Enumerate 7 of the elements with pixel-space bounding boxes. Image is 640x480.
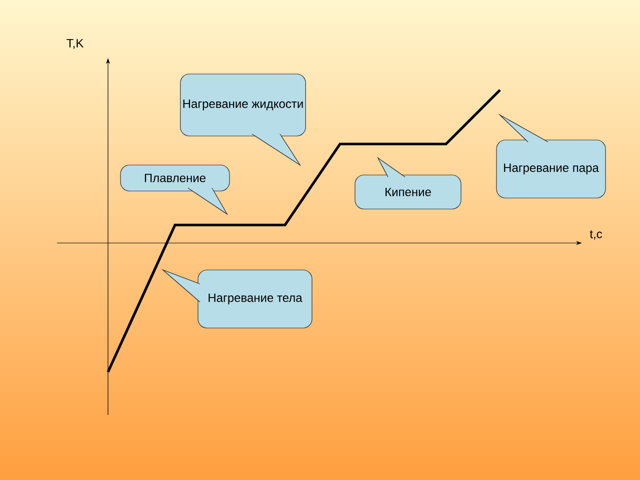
callout-bubble: Плавление — [120, 164, 230, 215]
callout-bubble: Нагревание жидкости — [180, 74, 306, 166]
axis-label: t,c — [590, 230, 602, 240]
axis-label: T,K — [66, 39, 84, 49]
callout-bubble: Нагревание тела — [162, 269, 312, 328]
callout-bubble: Нагревание пара — [496, 114, 606, 198]
callout-bubble: Кипение — [354, 157, 462, 210]
